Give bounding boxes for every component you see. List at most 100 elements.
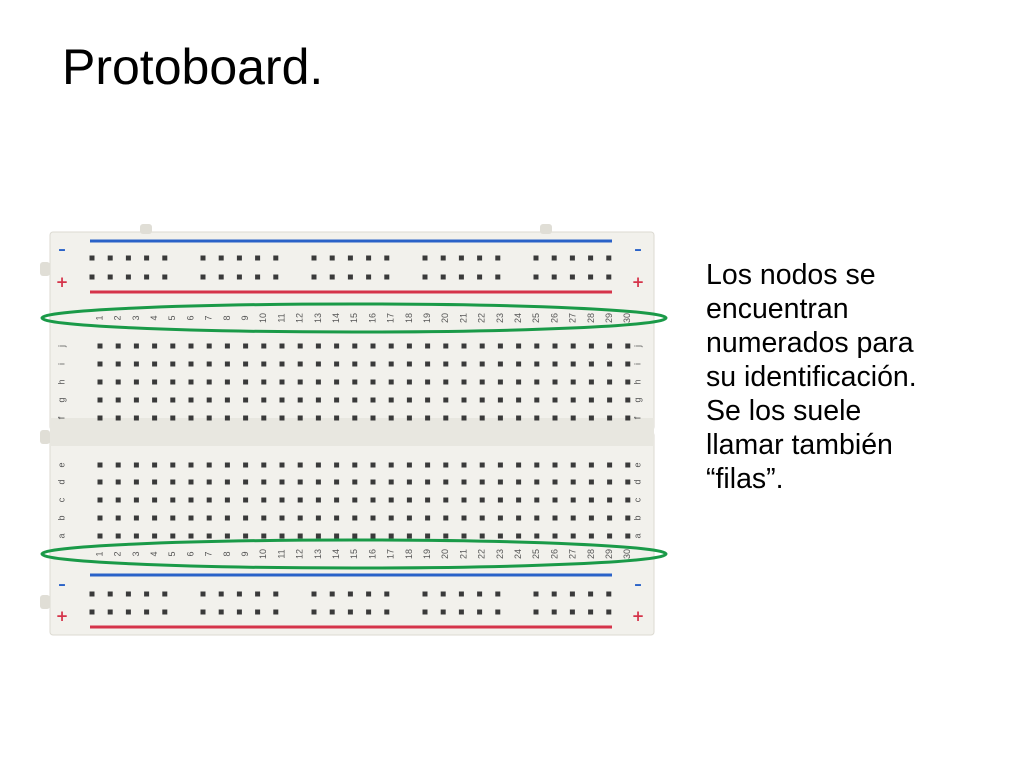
hole <box>406 497 412 503</box>
hole <box>516 379 522 385</box>
hole <box>570 397 576 403</box>
hole <box>516 361 522 367</box>
column-number-label: 17 <box>386 549 396 559</box>
hole <box>97 515 103 521</box>
column-number-label: 5 <box>167 315 177 320</box>
hole <box>315 497 321 503</box>
hole <box>440 591 446 597</box>
hole <box>297 397 303 403</box>
hole <box>206 415 212 421</box>
hole <box>588 609 594 615</box>
hole <box>443 361 449 367</box>
hole <box>329 274 335 280</box>
column-number-label: 27 <box>568 549 578 559</box>
hole <box>170 462 176 468</box>
hole <box>422 609 428 615</box>
hole <box>388 462 394 468</box>
text-line: numerados para <box>706 327 914 359</box>
hole <box>97 397 103 403</box>
hole <box>206 361 212 367</box>
hole <box>479 533 485 539</box>
hole <box>588 497 594 503</box>
column-number-label: 9 <box>240 315 250 320</box>
hole <box>224 397 230 403</box>
hole <box>607 415 613 421</box>
rail-minus-sign: – <box>58 575 66 593</box>
hole <box>516 533 522 539</box>
row-letter-label: a <box>56 533 66 538</box>
hole <box>607 379 613 385</box>
hole <box>551 274 557 280</box>
hole <box>347 255 353 261</box>
hole <box>607 343 613 349</box>
hole <box>443 515 449 521</box>
hole <box>534 415 540 421</box>
hole <box>273 591 279 597</box>
hole <box>388 479 394 485</box>
hole <box>551 591 557 597</box>
hole <box>224 379 230 385</box>
hole <box>352 479 358 485</box>
hole <box>607 533 613 539</box>
row-letter-label: h <box>56 379 66 384</box>
hole <box>552 479 558 485</box>
hole <box>218 591 224 597</box>
hole <box>334 343 340 349</box>
hole <box>261 415 267 421</box>
hole <box>443 479 449 485</box>
hole <box>243 462 249 468</box>
explanation-text: Los nodos se encuentran numerados para s… <box>706 258 1006 496</box>
hole <box>243 361 249 367</box>
hole <box>315 343 321 349</box>
column-number-label: 7 <box>204 315 214 320</box>
hole <box>297 515 303 521</box>
hole <box>569 591 575 597</box>
hole <box>125 591 131 597</box>
hole <box>625 462 631 468</box>
hole <box>552 515 558 521</box>
hole <box>352 379 358 385</box>
hole <box>406 533 412 539</box>
row-letter-label: e <box>56 462 66 467</box>
hole <box>588 274 594 280</box>
hole <box>279 379 285 385</box>
column-number-label: 15 <box>349 549 359 559</box>
hole <box>479 397 485 403</box>
hole <box>273 255 279 261</box>
row-letter-label: f <box>56 416 66 419</box>
column-number-label: 1 <box>94 315 104 320</box>
hole <box>625 479 631 485</box>
hole <box>152 515 158 521</box>
hole <box>243 415 249 421</box>
hole <box>458 274 464 280</box>
hole <box>552 361 558 367</box>
column-number-label: 30 <box>622 313 632 323</box>
text-line: Los nodos se <box>706 259 876 291</box>
row-letter-label: j <box>632 345 642 348</box>
hole <box>458 255 464 261</box>
hole <box>188 415 194 421</box>
hole <box>188 462 194 468</box>
hole <box>461 479 467 485</box>
hole <box>461 462 467 468</box>
column-number-label: 5 <box>167 551 177 556</box>
text-line: Se los suele <box>706 395 862 427</box>
hole <box>170 533 176 539</box>
hole <box>388 379 394 385</box>
hole <box>97 343 103 349</box>
row-letter-label: c <box>56 497 66 502</box>
hole <box>552 397 558 403</box>
hole <box>261 533 267 539</box>
hole <box>115 515 121 521</box>
power-rails <box>90 239 612 629</box>
hole <box>458 609 464 615</box>
hole <box>533 255 539 261</box>
hole <box>625 415 631 421</box>
hole <box>497 361 503 367</box>
hole <box>388 343 394 349</box>
hole <box>497 397 503 403</box>
hole <box>625 343 631 349</box>
hole <box>384 255 390 261</box>
hole <box>406 479 412 485</box>
